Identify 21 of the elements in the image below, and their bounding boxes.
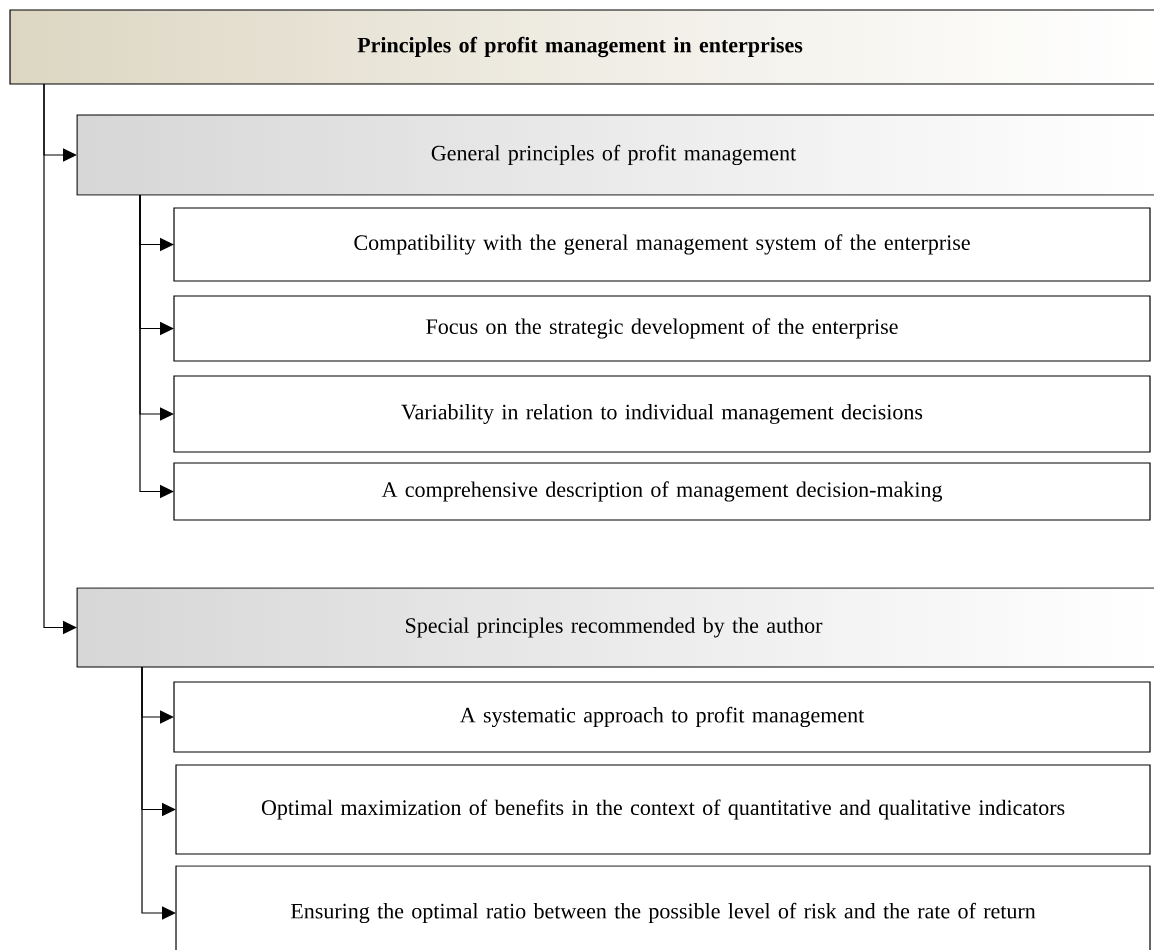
connector-arrow	[141, 666, 176, 920]
category-box	[76, 587, 1154, 668]
box-text: Focus on the strategic development of the enterprise	[426, 318, 898, 339]
principle-box	[173, 462, 1151, 521]
principle-box	[173, 681, 1151, 753]
principle-box	[173, 375, 1151, 453]
box-text: A systematic approach to profit management	[460, 706, 865, 728]
principle-box	[173, 207, 1151, 282]
category-box	[76, 114, 1154, 196]
box-text: Ensuring the optimal ratio between the possible level of risk and the rate of return	[290, 902, 1036, 924]
title-box	[9, 9, 1154, 85]
heading: General principles of profit management	[431, 144, 797, 166]
box-text: A comprehensive description of management decision-making	[381, 481, 943, 502]
box-text: Compatibility with the general management system of the enterprise	[354, 234, 970, 255]
box-text: Optimal maximization of benefits in the context of quantitative and qualitative indicators	[261, 799, 1065, 820]
heading: Special principles recommended by the author	[406, 617, 823, 638]
principle-box	[173, 295, 1151, 362]
heading: Principles of profit management in enterprises	[357, 36, 803, 58]
principle-box	[175, 865, 1151, 950]
principle-box	[175, 764, 1151, 855]
box-text: Variability in relation to individual management decisions	[401, 404, 923, 424]
